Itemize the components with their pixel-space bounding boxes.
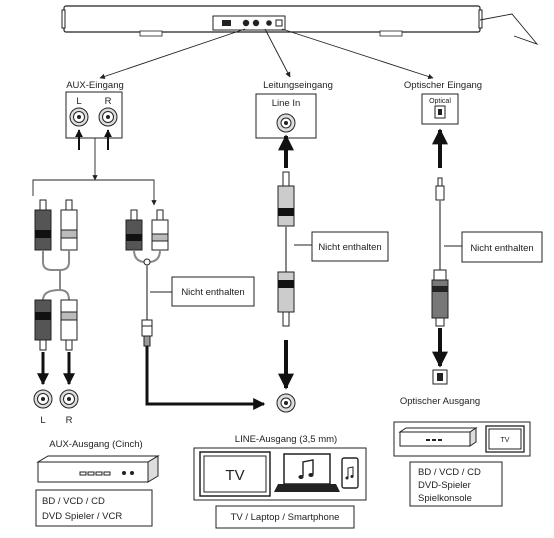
optical-port-label: Optical [429,98,451,105]
aux-out-label-l: L [40,415,45,426]
opt-devices-line3: Spielkonsole [418,493,472,504]
aux-35mm-cable [277,171,295,327]
optical-cable [431,177,449,327]
optical-in-title: Optischer Eingang [404,80,482,91]
not-included-box-3: Nicht enthalten [461,231,543,263]
aux-out-arrows [37,352,75,386]
tv-screen-label: TV [225,467,244,484]
rca-out-l-icon [33,389,53,409]
rca-plug-red-mid [125,209,143,251]
line-in-title: Leitungseingang [263,80,333,91]
small-tv-label: TV [501,437,510,444]
blu-ray-player-icon [398,427,478,447]
not-included-3: Nicht enthalten [470,243,533,254]
optical-out-title: Optischer Ausgang [400,396,480,407]
opt-devices-line2: DVD-Spieler [418,480,471,491]
line-in-port-label: Line In [272,98,301,109]
callout-lines [99,13,539,80]
opt-devices-line1: BD / VCD / CD [418,467,481,478]
rca-plug-white-top [60,199,78,251]
optical-out-port-icon [432,369,448,385]
not-included-box-1: Nicht enthalten [171,276,255,307]
smartphone-icon [341,457,359,489]
line-devices: TV / Laptop / Smartphone [231,512,340,523]
aux-in-arrows [75,129,112,150]
soundbar-port-panel [212,15,286,31]
line-devices-box: TV / Laptop / Smartphone [215,505,355,529]
rca-y-cable [34,199,78,351]
rca-jack-l-icon [69,107,89,127]
not-included-2: Nicht enthalten [318,242,381,253]
rca-out-r-icon [59,389,79,409]
rca-plug-red-bottom [34,299,52,351]
aux-in-label-r: R [105,96,112,107]
not-included-box-2: Nicht enthalten [311,231,389,262]
rca-jack-r-icon [98,107,118,127]
aux-devices-line2: DVD Spieler / VCR [42,511,122,522]
line-out-title: LINE-Ausgang (3,5 mm) [235,434,337,445]
music-note-icon [298,459,314,479]
aux-out-label-r: R [66,415,73,426]
aux-in-label-l: L [76,96,81,107]
rca-plug-red-top [34,199,52,251]
rca-plug-white-bottom [60,299,78,351]
line-in-jack-icon [276,113,296,133]
rca-to-jack-cable [125,209,266,410]
aux-devices-line1: BD / VCD / CD [42,496,105,507]
aux-in-box: L R [65,91,123,139]
aux-devices-box: BD / VCD / CD DVD Spieler / VCR [35,489,153,527]
optical-in-box: Optical [421,93,459,125]
aux-out-jacks: L R [33,389,79,426]
aux-out-title: AUX-Ausgang (Cinch) [49,439,142,450]
tv-icon: TV [199,451,271,497]
line-in-box: Line In [255,93,317,139]
optical-port-icon [434,105,446,119]
line-out-jack-icon [276,393,296,413]
dvd-player-icon [36,455,160,483]
aux-branch-lines [32,138,157,206]
small-tv-icon: TV [485,425,525,453]
optical-devices-box: BD / VCD / CD DVD-Spieler Spielkonsole [409,461,503,507]
rca-plug-white-mid [151,209,169,251]
aux-in-title: AUX-Eingang [66,80,124,91]
not-included-1: Nicht enthalten [181,287,244,298]
laptop-icon [274,453,340,492]
